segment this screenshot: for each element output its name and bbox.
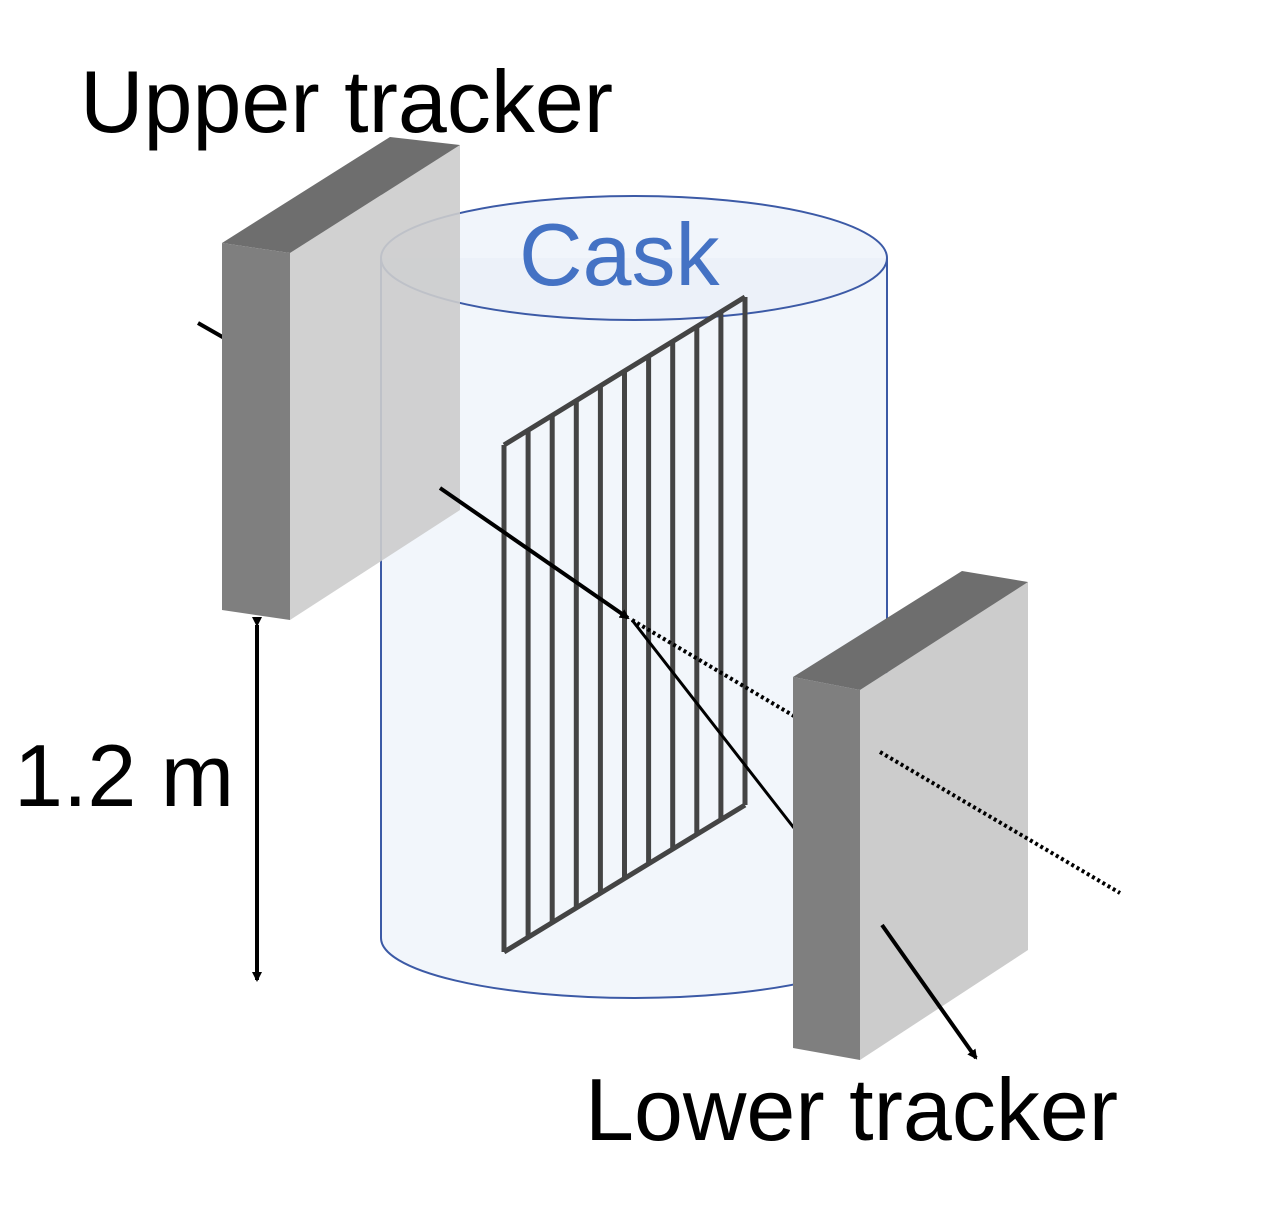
basket-bottom-edge [502,802,747,955]
upper-tracker-side [290,145,460,620]
lower-tracker-label: Lower tracker [585,1060,1118,1159]
cask-label: Cask [519,205,720,304]
lower-tracker-front [793,677,860,1060]
dimension-label: 1.2 m [14,726,234,825]
upper-tracker-front [222,243,290,620]
muon-track-extrapolated-2 [878,750,1122,895]
fuel-basket [501,294,748,955]
lower-tracker [793,571,1028,1060]
basket-top-edge [502,294,747,448]
lower-tracker-side [860,582,1028,1060]
lower-tracker-leader-arrow [880,923,978,1060]
height-dimension: 1.2 m [14,617,262,982]
muon-track-scattered [630,619,796,829]
upper-tracker-label: Upper tracker [80,52,613,151]
muon-track-incoming [438,486,630,620]
muon-track-extrapolated-1 [630,618,796,718]
upper-tracker [222,137,460,620]
upper-tracker-top [222,137,460,253]
lower-tracker-top [793,571,1028,690]
